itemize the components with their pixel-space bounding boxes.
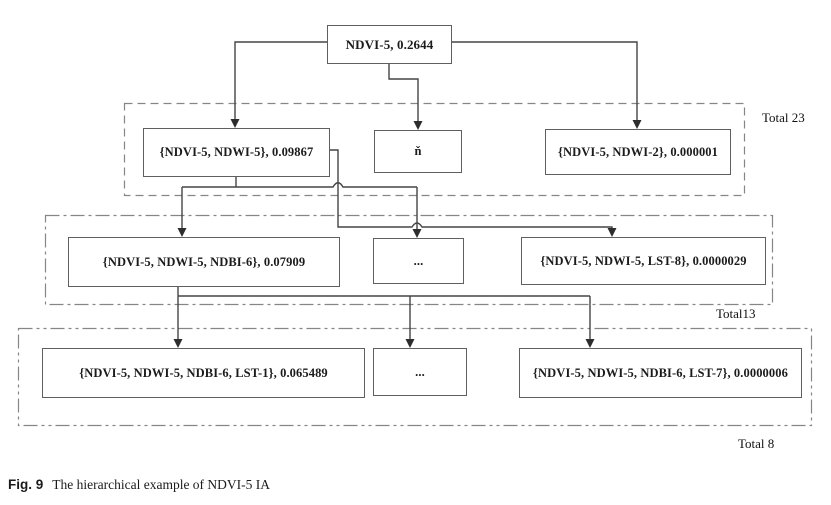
level2-container [123, 102, 746, 197]
caption-text: The hierarchical example of NDVI-5 IA [52, 477, 271, 492]
level3-total-label: Total13 [716, 306, 756, 321]
caption-label: Fig. 9 [8, 477, 44, 492]
node-l4-right: {NDVI-5, NDWI-5, NDBI-6, LST-7}, 0.00000… [519, 348, 802, 398]
level4-total-label: Total 8 [738, 436, 775, 451]
figure-caption: Fig. 9 The hierarchical example of NDVI-5… [8, 477, 270, 493]
arrowhead [607, 228, 617, 237]
level2-total-label: Total 23 [762, 110, 805, 125]
level4-container [17, 327, 813, 427]
node-l3-middle: ... [373, 238, 464, 284]
arrowhead [230, 119, 240, 128]
node-l3-right: {NDVI-5, NDWI-5, LST-8}, 0.0000029 [521, 237, 766, 285]
node-l4-left: {NDVI-5, NDWI-5, NDBI-6, LST-1}, 0.06548… [42, 348, 365, 398]
arrowhead [412, 229, 422, 238]
node-l2-right: {NDVI-5, NDWI-2}, 0.000001 [545, 129, 731, 175]
edge-root-to-l2-right [452, 41, 638, 121]
arrowhead [413, 121, 423, 130]
edge-root-to-l2-left [234, 41, 327, 120]
node-l4-middle: ... [373, 348, 467, 396]
arrowhead [585, 339, 595, 348]
edge-l2-to-l3-right [330, 149, 613, 229]
edge-l2-bottom-bus [182, 182, 417, 188]
level3-container [44, 214, 774, 306]
node-l2-left: {NDVI-5, NDWI-5}, 0.09867 [143, 128, 330, 177]
arrowhead [177, 228, 187, 237]
arrowhead [173, 339, 183, 348]
arrowhead [405, 339, 415, 348]
arrowhead [632, 120, 642, 129]
node-l2-middle: ň [374, 130, 462, 173]
node-root: NDVI-5, 0.2644 [327, 25, 452, 64]
node-l3-left: {NDVI-5, NDWI-5, NDBI-6}, 0.07909 [68, 237, 340, 287]
edge-root-to-l2-middle [388, 64, 419, 122]
